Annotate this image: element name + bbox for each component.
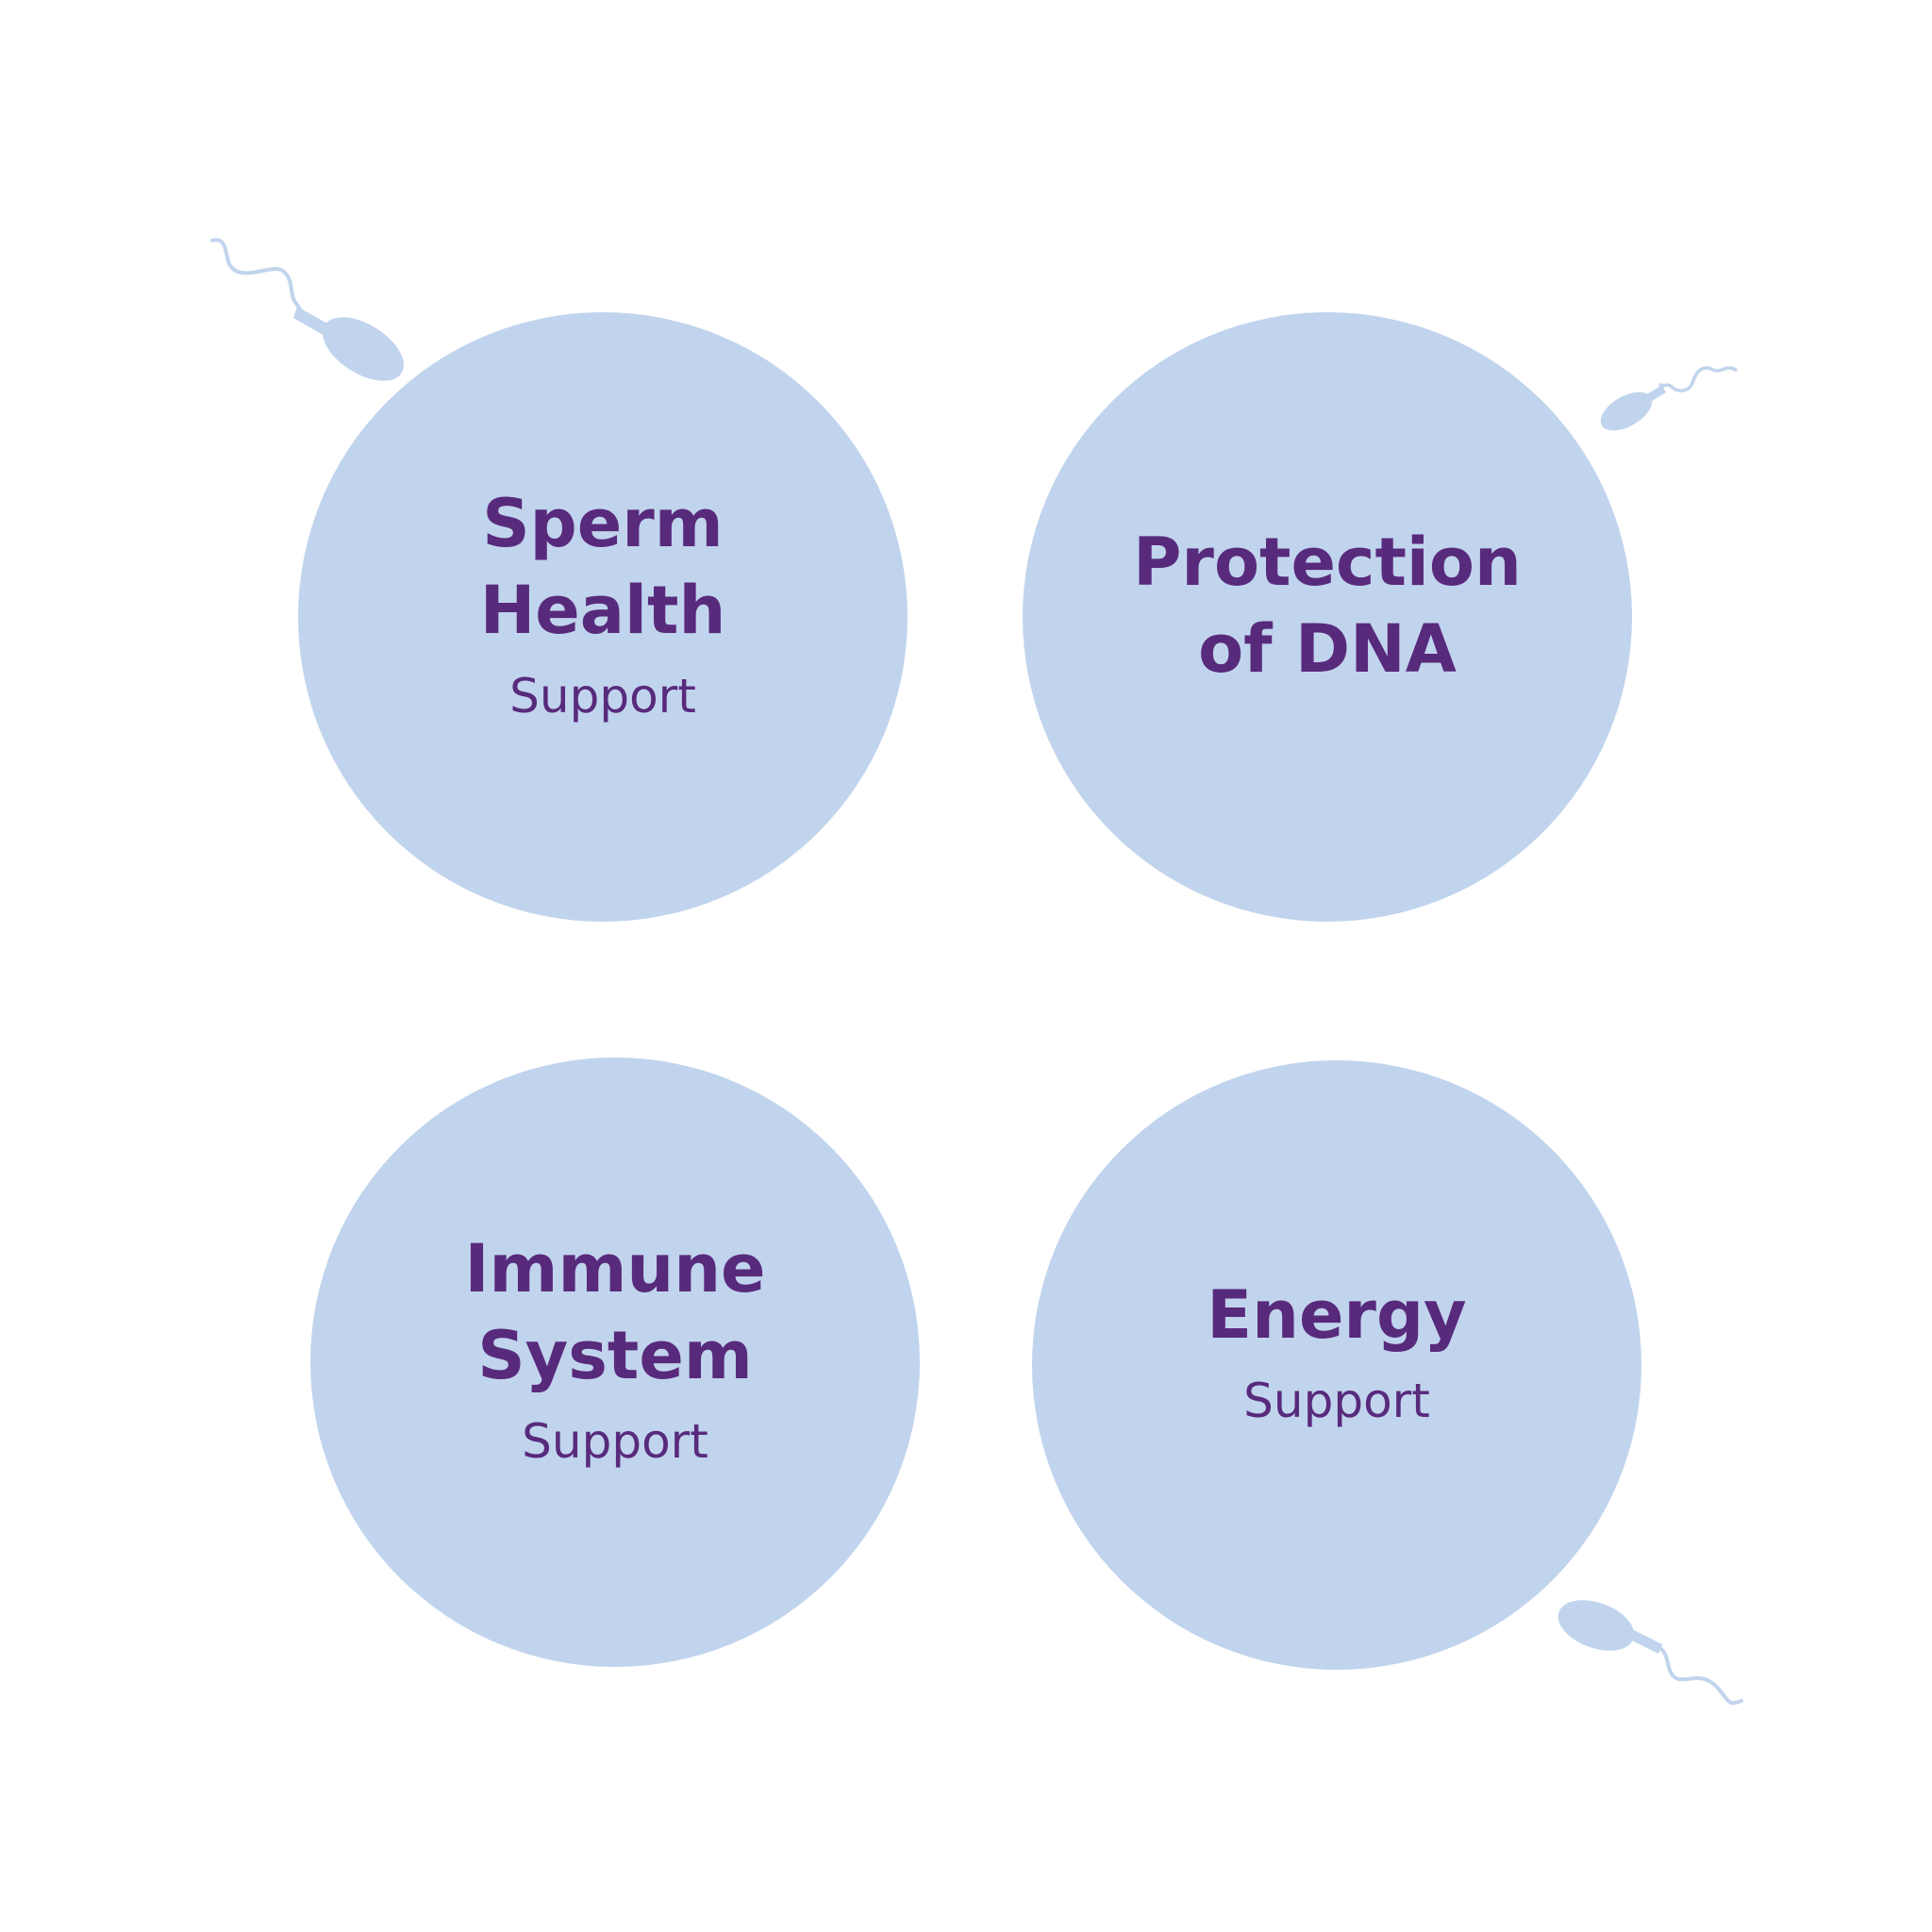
circle-title-line: of DNA	[1198, 610, 1457, 688]
feature-circle-energy: Energy Support	[1032, 1060, 1641, 1670]
sperm-icon	[1557, 1600, 1743, 1706]
circle-title: Energy	[1207, 1272, 1466, 1358]
feature-circle-immune-system: Immune System Support	[310, 1058, 920, 1667]
circle-subtitle: Support	[522, 1414, 708, 1469]
feature-circle-protection-of-dna: Protection of DNA	[1023, 312, 1632, 922]
circle-title: Sperm Health	[480, 480, 726, 654]
circle-title: Protection of DNA	[1133, 519, 1522, 692]
circle-title-line: Immune	[464, 1230, 766, 1307]
sperm-icon	[210, 238, 404, 381]
circle-subtitle: Support	[1243, 1374, 1430, 1428]
feature-circle-sperm-health: Sperm Health Support	[298, 312, 908, 922]
circle-subtitle: Support	[509, 669, 696, 724]
circle-title: Immune System	[464, 1225, 765, 1399]
sperm-icon	[1600, 366, 1738, 431]
circle-title-line: Protection	[1133, 524, 1522, 601]
circle-title-line: Health	[479, 572, 726, 649]
circle-title-line: System	[477, 1317, 753, 1394]
circle-title-line: Energy	[1207, 1276, 1467, 1354]
circle-title-line: Sperm	[482, 485, 724, 562]
